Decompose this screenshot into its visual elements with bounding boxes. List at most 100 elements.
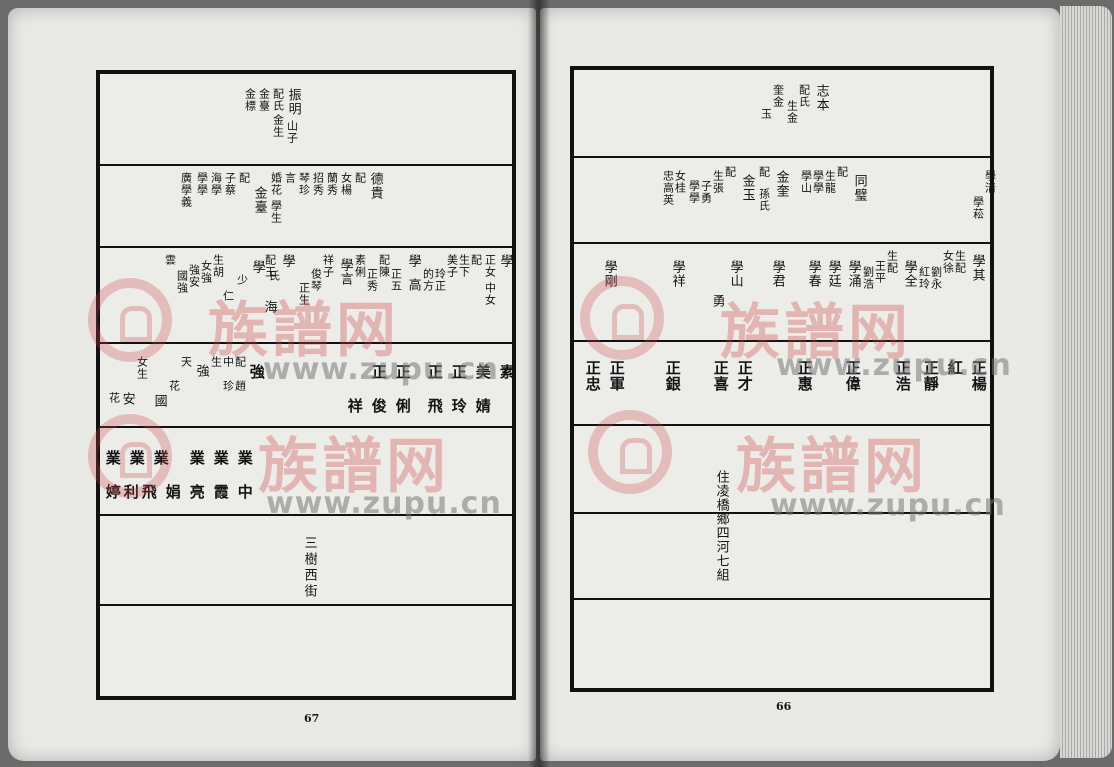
- entry: 國: [151, 394, 167, 408]
- entry: 飛: [139, 484, 158, 500]
- entry: 金奎: [773, 170, 789, 198]
- entry: 趙: [233, 380, 247, 392]
- entry: 正女: [483, 254, 497, 278]
- entry: 劉浩: [861, 266, 875, 290]
- entry: 強: [193, 364, 209, 378]
- entry: 少: [235, 274, 249, 286]
- entry: 學其: [969, 254, 985, 282]
- entry: 蘭秀: [325, 172, 339, 196]
- right-page: 志本 配氏 生金 奎金 玉 學清 學菘 同璧 配 生龍 學學 學山 金奎 配 孫…: [540, 8, 1060, 761]
- entry: 生金: [785, 100, 799, 124]
- entry: 霞: [211, 484, 230, 500]
- entry: 業: [211, 450, 230, 466]
- entry: 婧: [473, 398, 492, 414]
- entry: 配: [353, 172, 367, 184]
- entry: 雲: [163, 254, 177, 266]
- entry: 業: [151, 450, 170, 466]
- entry: 正喜: [711, 360, 730, 392]
- entry: 琴珍: [297, 172, 311, 196]
- entry: 子勇: [699, 180, 713, 204]
- entry: 女生: [135, 356, 149, 380]
- entry: 英: [661, 194, 675, 206]
- entry: 廣學義: [179, 172, 193, 208]
- entry: 娟: [163, 484, 182, 500]
- entry: 金玉: [739, 174, 755, 202]
- page-number: 67: [304, 712, 320, 725]
- entry: 俊: [369, 398, 388, 414]
- entry: 天: [179, 356, 193, 368]
- entry: 紅玲: [917, 266, 931, 290]
- entry: 金生: [271, 114, 285, 138]
- entry: 學生: [269, 200, 283, 224]
- entry: 祥子: [321, 254, 335, 278]
- entry: 生龍: [823, 170, 837, 194]
- entry: 俐: [393, 398, 412, 414]
- entry: 正五: [389, 268, 403, 292]
- entry: 業: [187, 450, 206, 466]
- entry: 女楊: [339, 172, 353, 196]
- entry: 玲正: [433, 268, 447, 292]
- entry: 配氏: [271, 88, 285, 112]
- entry: 學: [497, 254, 513, 268]
- entry: 學學: [811, 170, 825, 194]
- entry: 生配: [885, 250, 899, 274]
- entry: 中女: [483, 282, 497, 306]
- entry: 祥: [345, 398, 364, 414]
- entry: 仁: [221, 290, 235, 302]
- entry-degui: 德貴: [367, 172, 383, 200]
- entry: 生配: [953, 250, 967, 274]
- entry: 正偉: [843, 360, 862, 392]
- entry: 子蔡: [223, 172, 237, 196]
- entry-zhenming: 振明: [285, 88, 301, 116]
- entry: 的方: [421, 268, 435, 292]
- entry: 玲: [449, 398, 468, 414]
- address-text: 三: [301, 536, 317, 550]
- address-text: 街: [301, 584, 317, 598]
- entry: 奎金: [771, 84, 785, 108]
- entry: 學言: [337, 258, 353, 286]
- entry: 金臺: [257, 88, 271, 112]
- entry: 亮: [187, 484, 206, 500]
- entry: 紅: [945, 360, 964, 376]
- entry: 正: [449, 364, 468, 380]
- entry: 飛: [425, 398, 444, 414]
- entry: 學: [249, 260, 265, 274]
- entry: 配: [757, 166, 771, 178]
- entry: 生張: [711, 170, 725, 194]
- entry: 安: [119, 392, 135, 406]
- entry: 配王: [263, 254, 277, 278]
- entry: 生胡: [211, 254, 225, 278]
- address-text: 樹: [301, 552, 317, 566]
- entry: 配: [469, 254, 483, 266]
- entry: 配: [233, 356, 247, 368]
- entry: 強安: [187, 264, 201, 288]
- entry: 正忠: [583, 360, 602, 392]
- entry: 素俐: [353, 254, 367, 278]
- entry: 王平: [873, 260, 887, 284]
- entry: 正生: [297, 282, 311, 306]
- entry: 正才: [735, 360, 754, 392]
- entry: 強: [247, 364, 266, 380]
- entry: 正秀: [365, 268, 379, 292]
- right-table-frame: 志本 配氏 生金 奎金 玉 學清 學菘 同璧 配 生龍 學學 學山 金奎 配 孫…: [570, 66, 997, 692]
- entry: 學菘: [971, 196, 985, 220]
- entry: 生: [209, 356, 223, 368]
- page-edges: [1060, 6, 1112, 758]
- entry: 言: [283, 172, 297, 184]
- entry: 女徐: [941, 250, 955, 274]
- entry: 配: [237, 172, 251, 184]
- entry: 學清: [983, 170, 997, 194]
- entry: 配氏: [797, 84, 811, 108]
- entry: 中: [235, 484, 254, 500]
- entry: 金臺: [251, 186, 267, 214]
- entry: 配: [835, 166, 849, 178]
- entry: 生下: [457, 254, 471, 278]
- entry: 劉永: [929, 266, 943, 290]
- entry: 學全: [901, 260, 917, 288]
- entry: 玉: [759, 108, 773, 120]
- page-number: 66: [776, 700, 792, 713]
- entry: 配陳: [377, 254, 391, 278]
- entry: 學: [405, 254, 421, 268]
- entry: 正銀: [663, 360, 682, 392]
- entry: 學剛: [601, 260, 617, 288]
